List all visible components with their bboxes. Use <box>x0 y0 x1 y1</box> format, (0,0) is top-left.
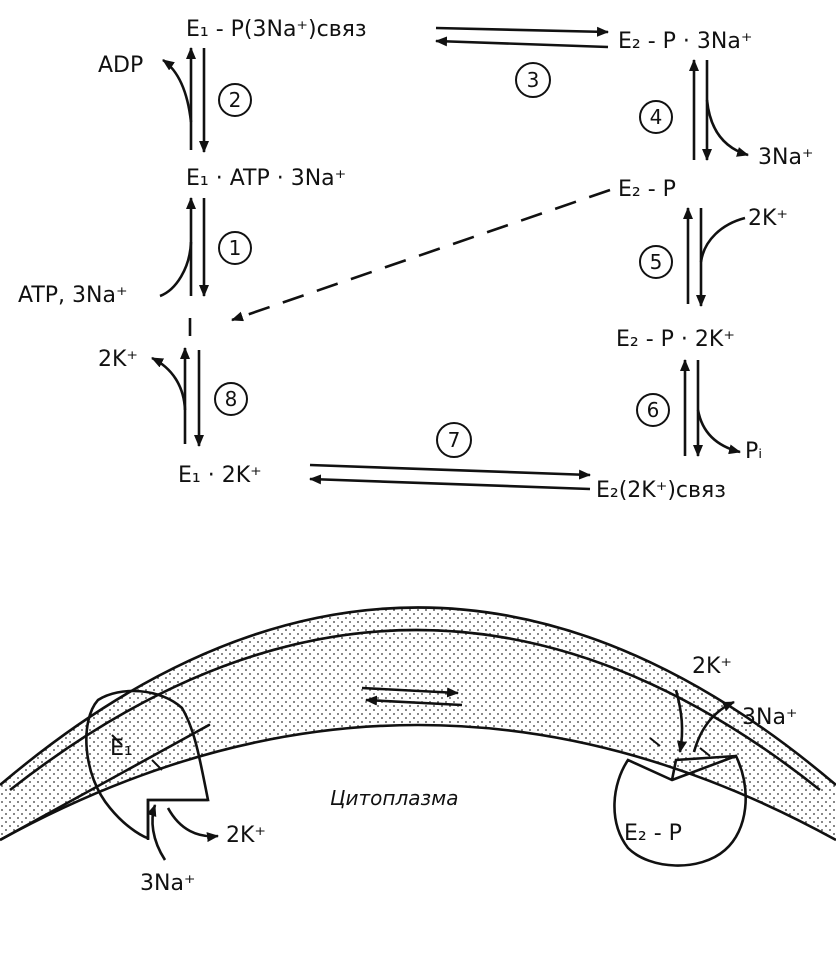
state-e2-p-3na: E₂ - P · 3Na⁺ <box>618 29 752 54</box>
equilibrium-arrows-step-6 <box>680 359 741 457</box>
svg-text:5: 5 <box>650 250 663 274</box>
step-5-marker: 5 <box>639 245 673 279</box>
step-8-marker: 8 <box>214 382 248 416</box>
species-atp-3na: ATP, 3Na⁺ <box>18 283 128 308</box>
step-3-marker: 3 <box>515 62 551 98</box>
cytoplasm-label: Цитоплазма <box>330 786 459 810</box>
step-4-marker: 4 <box>639 100 673 134</box>
membrane-guide <box>9 628 821 792</box>
membrane-arch <box>0 606 836 842</box>
svg-text:6: 6 <box>647 398 660 422</box>
state-e1-2k: E₁ · 2K⁺ <box>178 463 262 488</box>
pump-e1: E₁ <box>85 689 210 840</box>
svg-text:2: 2 <box>229 88 242 112</box>
species-adp: ADP <box>98 53 143 78</box>
step-7-marker: 7 <box>436 422 472 458</box>
pump-e2-ion-arrows <box>674 689 735 753</box>
equilibrium-arrows-step-4 <box>689 59 749 161</box>
state-e2-2k-bound: E₂(2K⁺)связ <box>596 478 726 503</box>
step-2-marker: 2 <box>218 83 252 117</box>
equilibrium-arrows-step-3 <box>435 26 609 49</box>
equilibrium-arrows-step-2 <box>162 47 209 153</box>
equilibrium-arrows-step-7 <box>309 463 591 491</box>
pump-e1-label: E₁ <box>110 736 133 761</box>
equilibrium-arrows-step-8 <box>151 347 204 447</box>
conformation-change-arrows <box>361 686 463 707</box>
pump-e2-3na-out: 3Na⁺ <box>742 705 798 730</box>
pump-e1-2k-out: 2K⁺ <box>226 823 266 848</box>
pump-e2-2k-in: 2K⁺ <box>692 654 732 679</box>
step-6-marker: 6 <box>636 393 670 427</box>
pump-e1-ion-arrows <box>146 804 219 861</box>
pump-e2-label: E₂ - P <box>624 821 682 846</box>
state-e2-p: E₂ - P <box>618 177 676 202</box>
pump-e2-p: E₂ - P <box>613 737 747 867</box>
svg-text:3: 3 <box>527 68 540 92</box>
equilibrium-arrows-step-1 <box>159 197 209 298</box>
svg-text:8: 8 <box>225 387 238 411</box>
species-2k-released: 2K⁺ <box>98 347 138 372</box>
state-e1-p-3na-bound: E₁ - P(3Na⁺)связ <box>186 17 367 42</box>
equilibrium-arrows-step-5 <box>683 207 746 307</box>
state-e2-p-2k: E₂ - P · 2K⁺ <box>616 327 735 352</box>
step-1-marker: 1 <box>218 231 252 265</box>
svg-text:1: 1 <box>229 236 242 260</box>
species-pi: Pᵢ <box>745 439 762 464</box>
state-e1-atp-3na: E₁ · ATP · 3Na⁺ <box>186 166 346 191</box>
pump-e1-3na-in: 3Na⁺ <box>140 871 196 896</box>
species-2k-bound: 2K⁺ <box>748 206 788 231</box>
dashed-return-arrow <box>231 188 611 322</box>
svg-text:7: 7 <box>448 428 461 452</box>
species-3na-released: 3Na⁺ <box>758 145 814 170</box>
svg-text:4: 4 <box>650 105 663 129</box>
